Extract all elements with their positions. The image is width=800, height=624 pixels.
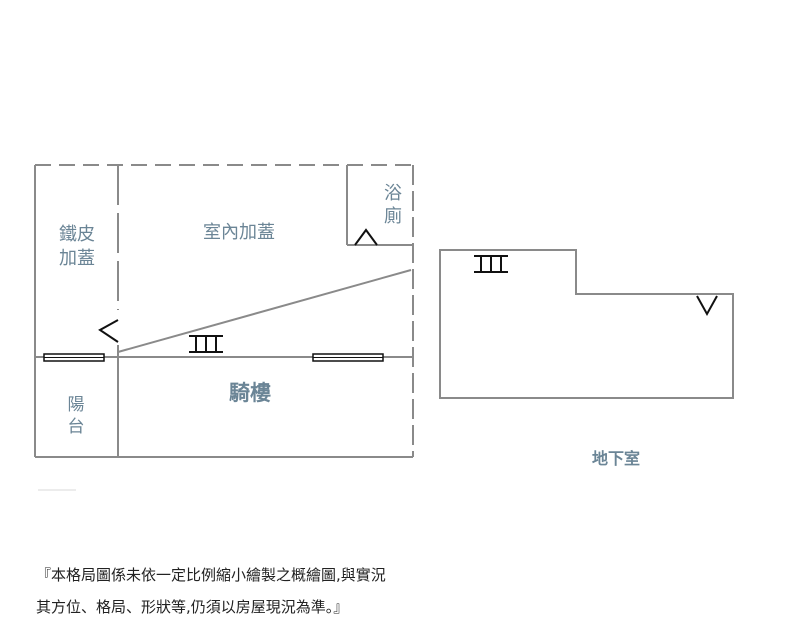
label-indoor-addition: 室內加蓋: [203, 222, 275, 243]
stair-symbols: [189, 255, 508, 353]
label-basement: 地下室: [592, 449, 640, 468]
label-arcade: 騎樓: [229, 381, 271, 405]
stairs-icon-main: [189, 335, 223, 353]
door-basement-icon: [696, 295, 718, 317]
basement-outline: [439, 249, 734, 399]
label-balcony-2: 台: [68, 417, 85, 437]
label-bathroom-1: 浴: [384, 183, 402, 204]
diagonal-wall: [117, 269, 412, 353]
window-symbols: [43, 353, 384, 362]
door-symbols: [98, 228, 718, 343]
disclaimer-line-1: 『本格局圖係未依一定比例縮小繪製之概繪圖,與實況: [36, 566, 386, 584]
label-balcony-1: 陽: [68, 395, 85, 415]
main-floor: [34, 164, 414, 458]
disclaimer-line-2: 其方位、格局、形狀等,仍須以房屋現況為準。』: [36, 598, 349, 616]
label-bathroom-2: 廁: [384, 205, 402, 227]
label-iron-addition-2: 加蓋: [59, 248, 95, 269]
door-bathroom-icon: [354, 228, 378, 246]
stairs-icon-basement: [474, 255, 508, 273]
door-left-icon: [98, 319, 119, 343]
label-iron-addition-1: 鐵皮: [59, 224, 95, 245]
